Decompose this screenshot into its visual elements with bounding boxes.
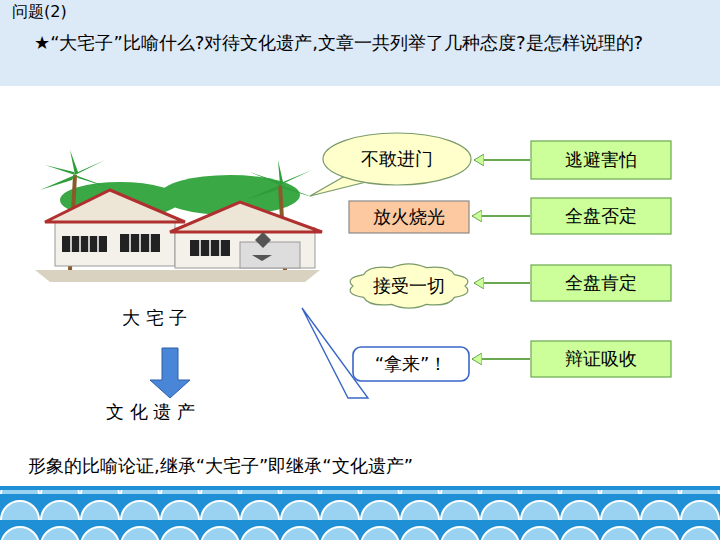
node-text: 辩证吸收 [565, 347, 637, 371]
node-text: “拿来”！ [375, 352, 448, 376]
node-text: 不敢进门 [361, 147, 433, 171]
connector-arrow [474, 159, 530, 161]
node-text: 逃避害怕 [565, 148, 637, 172]
heritage-label: 文 化 遗 产 [106, 400, 195, 424]
process-box: 放火烧光 [348, 200, 470, 234]
thought-cloud: 接受一切 [346, 262, 472, 310]
attitude-box: 辩证吸收 [530, 340, 672, 378]
slide-title: 问题(2) [12, 2, 67, 23]
question-text: ★“大宅子”比喻什么?对待文化遗产,文章一共列举了几种态度?是怎样说理的? [34, 30, 684, 56]
attitude-box: 全盘否定 [530, 197, 672, 235]
node-text: 接受一切 [373, 274, 445, 298]
connector-arrow [474, 282, 530, 284]
caption-note: 形象的比喻论证,继承“大宅子”即继承“文化遗产” [28, 454, 413, 478]
node-text: 全盘否定 [565, 204, 637, 228]
attitude-box: 逃避害怕 [530, 140, 672, 180]
node-text: 全盘肯定 [565, 271, 637, 295]
connector-arrow [472, 215, 530, 217]
node-text: 放火烧光 [373, 205, 445, 229]
attitude-box: 全盘肯定 [530, 264, 672, 302]
speech-bubble: 不敢进门 [322, 132, 472, 186]
house-drawing [35, 150, 322, 282]
connector-arrow [472, 358, 530, 360]
down-arrow [150, 348, 190, 398]
speech-bubble: “拿来”！ [352, 346, 470, 382]
house-label: 大 宅 子 [122, 306, 187, 330]
